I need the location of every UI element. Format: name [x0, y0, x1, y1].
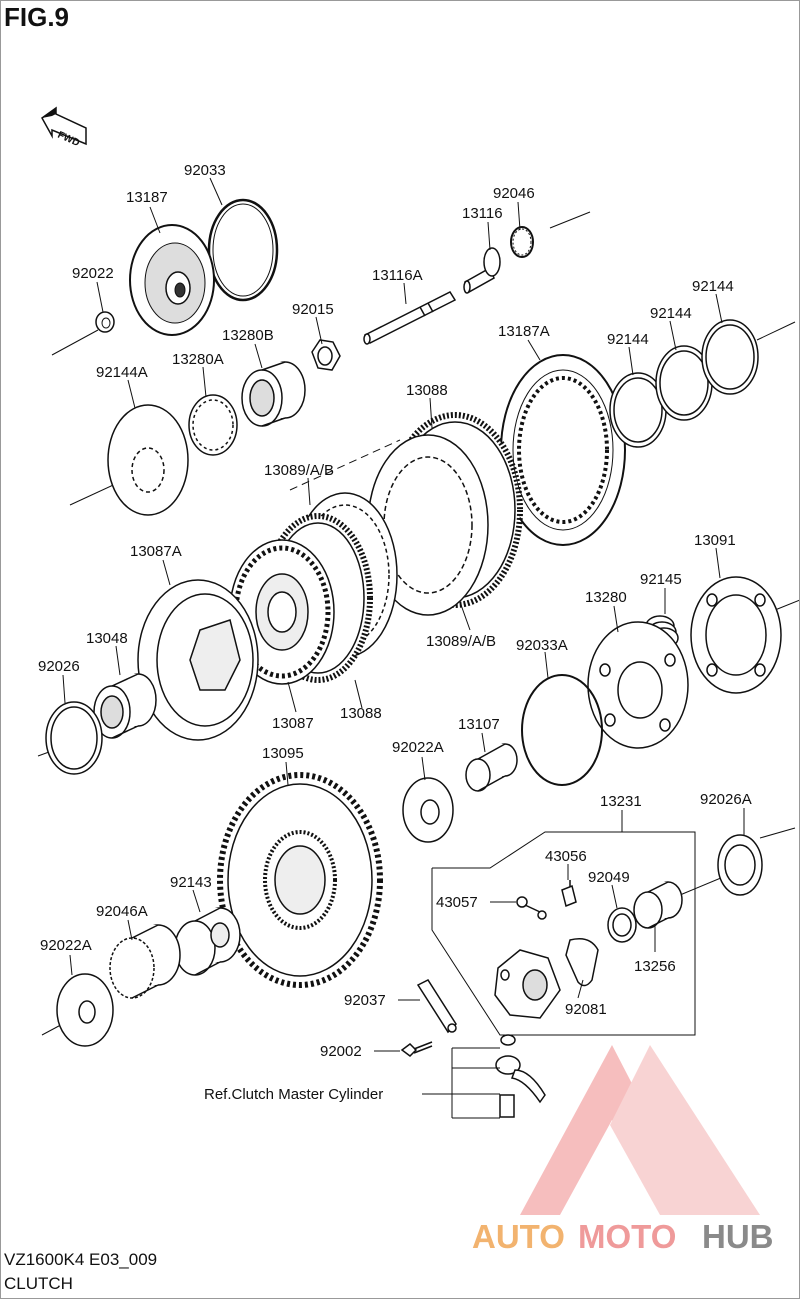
label-92026: 92026 — [38, 658, 80, 675]
label-13187: 13187 — [126, 189, 168, 206]
hose-fittings — [495, 1034, 546, 1118]
label-92022A-mid: 92022A — [392, 739, 444, 756]
shim-92144A — [107, 404, 189, 516]
washer-92022A-mid — [402, 777, 454, 843]
watermark-hub: HUB — [702, 1218, 774, 1255]
figure-code: VZ1600K4 E03_009 — [4, 1250, 158, 1269]
label-92026A: 92026A — [700, 791, 752, 808]
label-ref-master-cylinder: Ref.Clutch Master Cylinder — [204, 1086, 383, 1103]
label-13091: 13091 — [694, 532, 736, 549]
label-13231: 13231 — [600, 793, 642, 810]
label-13048: 13048 — [86, 630, 128, 647]
label-92144-c: 92144 — [692, 278, 734, 295]
steel-plate-13089-a — [367, 434, 489, 616]
hub-13280B — [241, 361, 306, 427]
label-13280A: 13280A — [172, 351, 224, 368]
bolt-92002 — [400, 1041, 433, 1057]
bleeder-43056 — [561, 880, 577, 908]
reference-bracket — [422, 1047, 500, 1119]
leader-lines — [62, 177, 745, 1052]
part-labels: 92033 13187 92046 13116 92022 13116A 921… — [38, 162, 752, 1103]
washer-92022A-low — [56, 973, 114, 1047]
label-92145: 92145 — [640, 571, 682, 588]
circlip-92033 — [207, 198, 279, 302]
label-92037: 92037 — [344, 992, 386, 1009]
label-92144-a: 92144 — [607, 331, 649, 348]
watermark-auto: AUTO — [472, 1218, 565, 1255]
label-92002: 92002 — [320, 1043, 362, 1060]
label-13107: 13107 — [458, 716, 500, 733]
label-92022: 92022 — [72, 265, 114, 282]
label-43057: 43057 — [436, 894, 478, 911]
spacer-13107 — [465, 743, 518, 792]
spacer-92143 — [174, 907, 241, 976]
boot-92081 — [565, 938, 599, 987]
washer-92026 — [45, 701, 103, 775]
label-13280B: 13280B — [222, 327, 274, 344]
piston-13256 — [633, 881, 683, 929]
clutch-housing-13095 — [217, 772, 383, 988]
plate-13187A — [500, 354, 626, 546]
cap-43057 — [516, 896, 547, 920]
label-13256: 13256 — [634, 958, 676, 975]
label-13089-top: 13089/A/B — [264, 462, 334, 479]
label-92081: 92081 — [565, 1001, 607, 1018]
fwd-arrow-icon: FWD — [41, 106, 87, 149]
label-92144A: 92144A — [96, 364, 148, 381]
label-13087A: 13087A — [130, 543, 182, 560]
label-13089-bottom: 13089/A/B — [426, 633, 496, 650]
nut-92015 — [311, 339, 341, 371]
label-92033A: 92033A — [516, 637, 568, 654]
label-92049: 92049 — [588, 869, 630, 886]
pressure-plate-13187 — [129, 224, 215, 336]
slave-cylinder-body — [494, 949, 561, 1019]
figure-caption: CLUTCH — [4, 1274, 73, 1293]
clamp-92037 — [416, 979, 457, 1034]
circlip-92033A — [521, 674, 603, 786]
watermark-logo — [520, 1045, 760, 1215]
bearing-92046 — [510, 226, 534, 258]
label-92046A: 92046A — [96, 903, 148, 920]
plate-13280A — [188, 394, 238, 456]
seal-92049 — [607, 907, 637, 943]
bearing-92046A — [109, 924, 181, 999]
damper-13087A — [137, 579, 259, 741]
label-13088-top: 13088 — [406, 382, 448, 399]
label-92015: 92015 — [292, 301, 334, 318]
washer-92022 — [95, 311, 115, 333]
watermark-moto: MOTO — [578, 1218, 676, 1255]
lifter-plate-13280 — [587, 621, 689, 749]
label-13187A: 13187A — [498, 323, 550, 340]
label-92143: 92143 — [170, 874, 212, 891]
push-rod-13116A — [363, 291, 457, 345]
label-13095: 13095 — [262, 745, 304, 762]
label-92033: 92033 — [184, 162, 226, 179]
shim-92144-set — [609, 319, 759, 448]
figure-title: FIG.9 — [4, 2, 70, 32]
push-piece-13116 — [463, 247, 501, 294]
label-13116A: 13116A — [372, 267, 423, 284]
label-92022A-low: 92022A — [40, 937, 92, 954]
label-13087: 13087 — [272, 715, 314, 732]
label-13116: 13116 — [462, 205, 503, 222]
spring-plate-13091 — [690, 576, 782, 694]
label-13280: 13280 — [585, 589, 627, 606]
label-43056: 43056 — [545, 848, 587, 865]
sleeve-13048 — [93, 673, 157, 739]
label-13088-bottom: 13088 — [340, 705, 382, 722]
label-92144-b: 92144 — [650, 305, 692, 322]
gasket-92026A — [717, 834, 763, 896]
label-92046: 92046 — [493, 185, 535, 202]
slave-cylinder-box-13231 — [431, 810, 696, 1036]
